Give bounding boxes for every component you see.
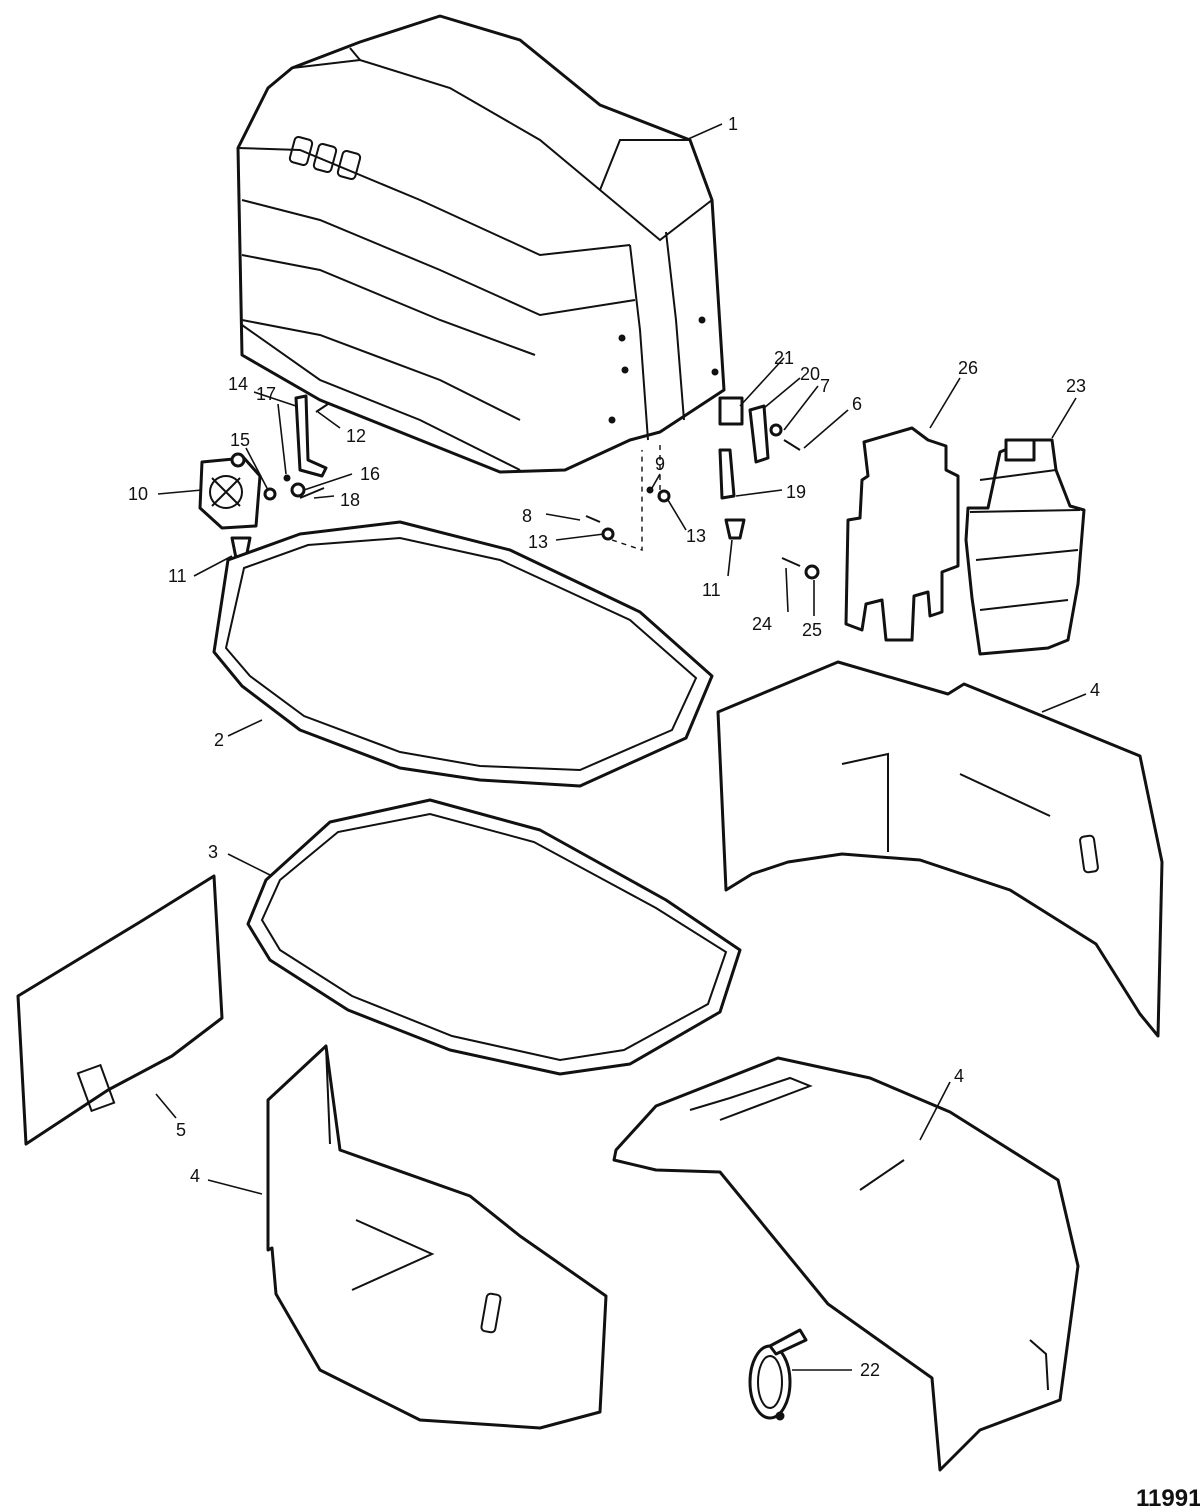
callout-24: 24 <box>752 614 772 634</box>
callout-8: 8 <box>522 506 532 526</box>
callout-3: 3 <box>208 842 218 862</box>
shield-plate <box>844 426 960 642</box>
latch-hardware-left <box>198 394 329 560</box>
callout-18: 18 <box>340 490 360 510</box>
callout-17: 17 <box>256 384 276 404</box>
callout-1: 1 <box>728 114 738 134</box>
latch-hardware-right <box>585 396 820 580</box>
callout-12: 12 <box>346 426 366 446</box>
callout-15: 15 <box>230 430 250 450</box>
figure-number: 11991 <box>1136 1485 1200 1512</box>
callout-16: 16 <box>360 464 380 484</box>
callout-26: 26 <box>958 358 978 378</box>
callout-6: 6 <box>852 394 862 414</box>
hose-clamp <box>748 1328 808 1421</box>
lower-seal <box>246 798 742 1076</box>
callout-5: 5 <box>176 1120 186 1140</box>
callout-11-left: 11 <box>168 566 187 586</box>
callout-13-left: 13 <box>528 532 548 552</box>
callout-19: 19 <box>786 482 806 502</box>
insulator-panel-lower-right <box>612 1056 1080 1472</box>
top-cowling <box>236 14 726 474</box>
insulator-panel-upper <box>716 660 1164 1038</box>
callout-4-upper: 4 <box>1090 680 1100 700</box>
leader-lines <box>155 123 1087 1371</box>
callout-21: 21 <box>774 348 794 368</box>
callout-2: 2 <box>214 730 224 750</box>
callout-4-lower-left: 4 <box>190 1166 200 1186</box>
callout-22: 22 <box>860 1360 880 1380</box>
callout-4-lower-right: 4 <box>954 1066 964 1086</box>
callout-10: 10 <box>128 484 148 504</box>
callout-25: 25 <box>802 620 822 640</box>
callout-7: 7 <box>820 376 830 396</box>
callout-20: 20 <box>800 364 820 384</box>
cowl-seal <box>212 520 714 788</box>
callout-labels: 1 2 3 4 4 4 5 6 7 8 9 10 11 11 12 13 13 … <box>128 114 1100 1380</box>
callout-14: 14 <box>228 374 248 394</box>
callout-9: 9 <box>655 454 665 474</box>
insulator-panel-lower-left <box>266 1044 608 1430</box>
side-insulator-panel <box>16 874 224 1146</box>
callout-23: 23 <box>1066 376 1086 396</box>
callout-13-right: 13 <box>686 526 706 546</box>
callout-11-right: 11 <box>702 580 721 600</box>
stepped-insulator <box>964 438 1086 656</box>
